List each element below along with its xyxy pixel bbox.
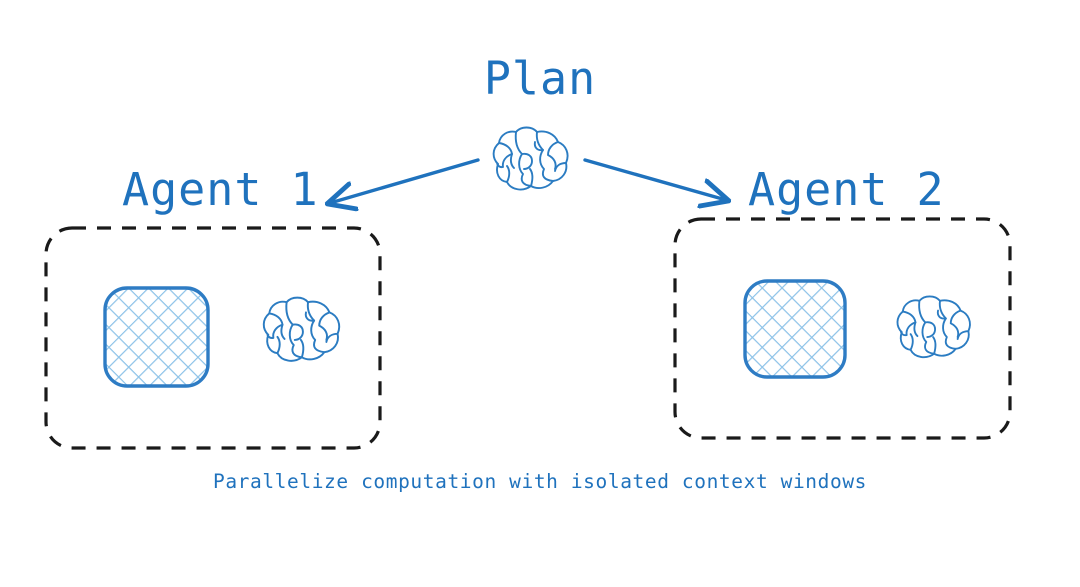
agent-2-context-window <box>743 279 847 379</box>
arrow-plan-to-agent-1 <box>330 158 480 203</box>
arrow-plan-to-agent-2 <box>583 158 726 200</box>
page-title: Plan <box>483 52 597 105</box>
agent-2-brain-icon <box>896 295 971 359</box>
agent-2-label: Agent 2 <box>748 163 945 216</box>
agent-1-label: Agent 1 <box>122 163 319 216</box>
agent-1-context-window <box>103 286 210 388</box>
agent-2-boundary <box>673 217 1012 440</box>
agent-1-boundary <box>44 226 382 450</box>
agent-1-brain-icon <box>262 296 341 362</box>
diagram-caption: Parallelize computation with isolated co… <box>212 470 868 493</box>
brain-icon <box>492 126 569 191</box>
